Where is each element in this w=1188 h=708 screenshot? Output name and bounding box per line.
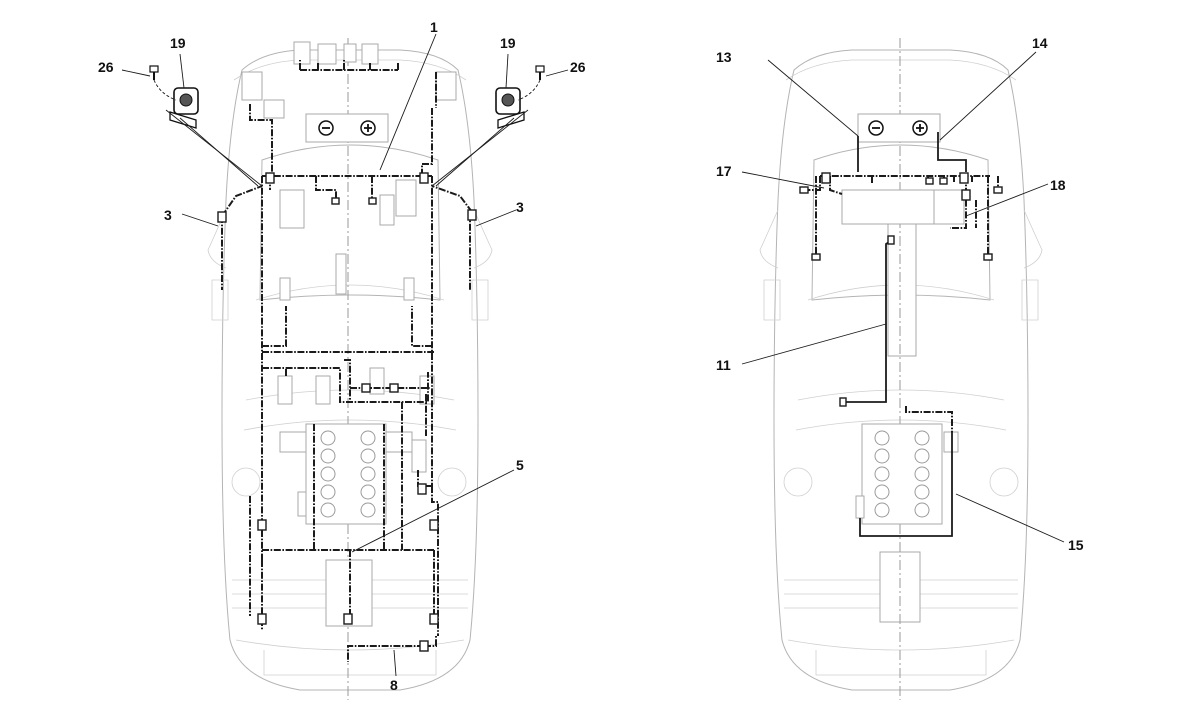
engine-cylinder <box>874 484 890 500</box>
engine-cylinder <box>360 466 376 482</box>
engine-cylinder <box>360 448 376 464</box>
left-engine-cylinders <box>320 430 376 518</box>
callout-1: 1 <box>430 19 438 35</box>
callout-5: 5 <box>516 457 524 473</box>
right-engine-block <box>855 423 959 525</box>
left-wiring-harness <box>221 60 473 662</box>
engine-cylinder <box>874 502 890 518</box>
left-clip-assembly-right <box>431 65 545 187</box>
left-connectors <box>217 172 477 652</box>
callout-14: 14 <box>1032 35 1048 51</box>
left-engine-block <box>279 423 413 525</box>
right-connectors <box>799 172 1003 407</box>
engine-cylinder <box>914 502 930 518</box>
right-leader-lines <box>741 51 1065 543</box>
left-clip-assembly-left <box>149 65 263 187</box>
left-battery <box>305 113 389 143</box>
engine-cylinder <box>320 466 336 482</box>
callout-15: 15 <box>1068 537 1084 553</box>
right-engine-cylinders <box>874 430 930 518</box>
left-car <box>121 33 569 700</box>
callout-11: 11 <box>716 357 731 373</box>
engine-cylinder <box>320 484 336 500</box>
callout-3-left: 3 <box>164 207 172 223</box>
callout-26-right: 26 <box>570 59 586 75</box>
right-battery <box>857 113 941 143</box>
engine-cylinder <box>914 466 930 482</box>
engine-cylinder <box>914 484 930 500</box>
callout-19-left: 19 <box>170 35 186 51</box>
right-car <box>741 38 1065 700</box>
engine-cylinder <box>874 466 890 482</box>
engine-cylinder <box>874 448 890 464</box>
callout-3-right: 3 <box>516 199 524 215</box>
engine-cylinder <box>914 430 930 446</box>
engine-cylinder <box>360 484 376 500</box>
left-leader-lines <box>121 33 569 677</box>
callout-13: 13 <box>716 49 732 65</box>
callout-8: 8 <box>390 677 398 693</box>
engine-cylinder <box>320 430 336 446</box>
engine-cylinder <box>360 502 376 518</box>
callout-26-left: 26 <box>98 59 114 75</box>
engine-cylinder <box>914 448 930 464</box>
callout-17: 17 <box>716 163 732 179</box>
callout-19-right: 19 <box>500 35 516 51</box>
callout-18: 18 <box>1050 177 1066 193</box>
callout-labels: 1 3 3 5 8 19 19 26 26 11 13 14 15 17 18 <box>98 19 1084 693</box>
engine-cylinder <box>320 502 336 518</box>
engine-cylinder <box>320 448 336 464</box>
engine-cylinder <box>360 430 376 446</box>
engine-cylinder <box>874 430 890 446</box>
right-car-body-outline <box>759 49 1043 691</box>
